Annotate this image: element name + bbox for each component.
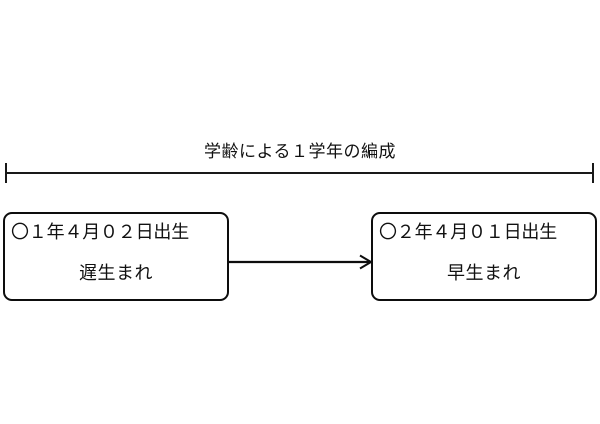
range-line — [5, 172, 594, 174]
range-end-tick — [592, 163, 594, 183]
node-early-born-birthdate: 〇２年４月０１日出生 — [379, 222, 557, 243]
connector-arrow — [229, 248, 373, 276]
node-early-born: 〇２年４月０１日出生 早生まれ — [371, 212, 597, 301]
node-early-born-category: 早生まれ — [447, 263, 521, 284]
node-late-born: 〇１年４月０２日出生 遅生まれ — [3, 212, 229, 301]
range-start-tick — [5, 163, 7, 183]
node-late-born-birthdate: 〇１年４月０２日出生 — [11, 222, 189, 243]
range-indicator: 学齢による１学年の編成 — [0, 140, 600, 190]
diagram-title: 学齢による１学年の編成 — [204, 142, 396, 162]
node-late-born-category: 遅生まれ — [79, 263, 153, 284]
